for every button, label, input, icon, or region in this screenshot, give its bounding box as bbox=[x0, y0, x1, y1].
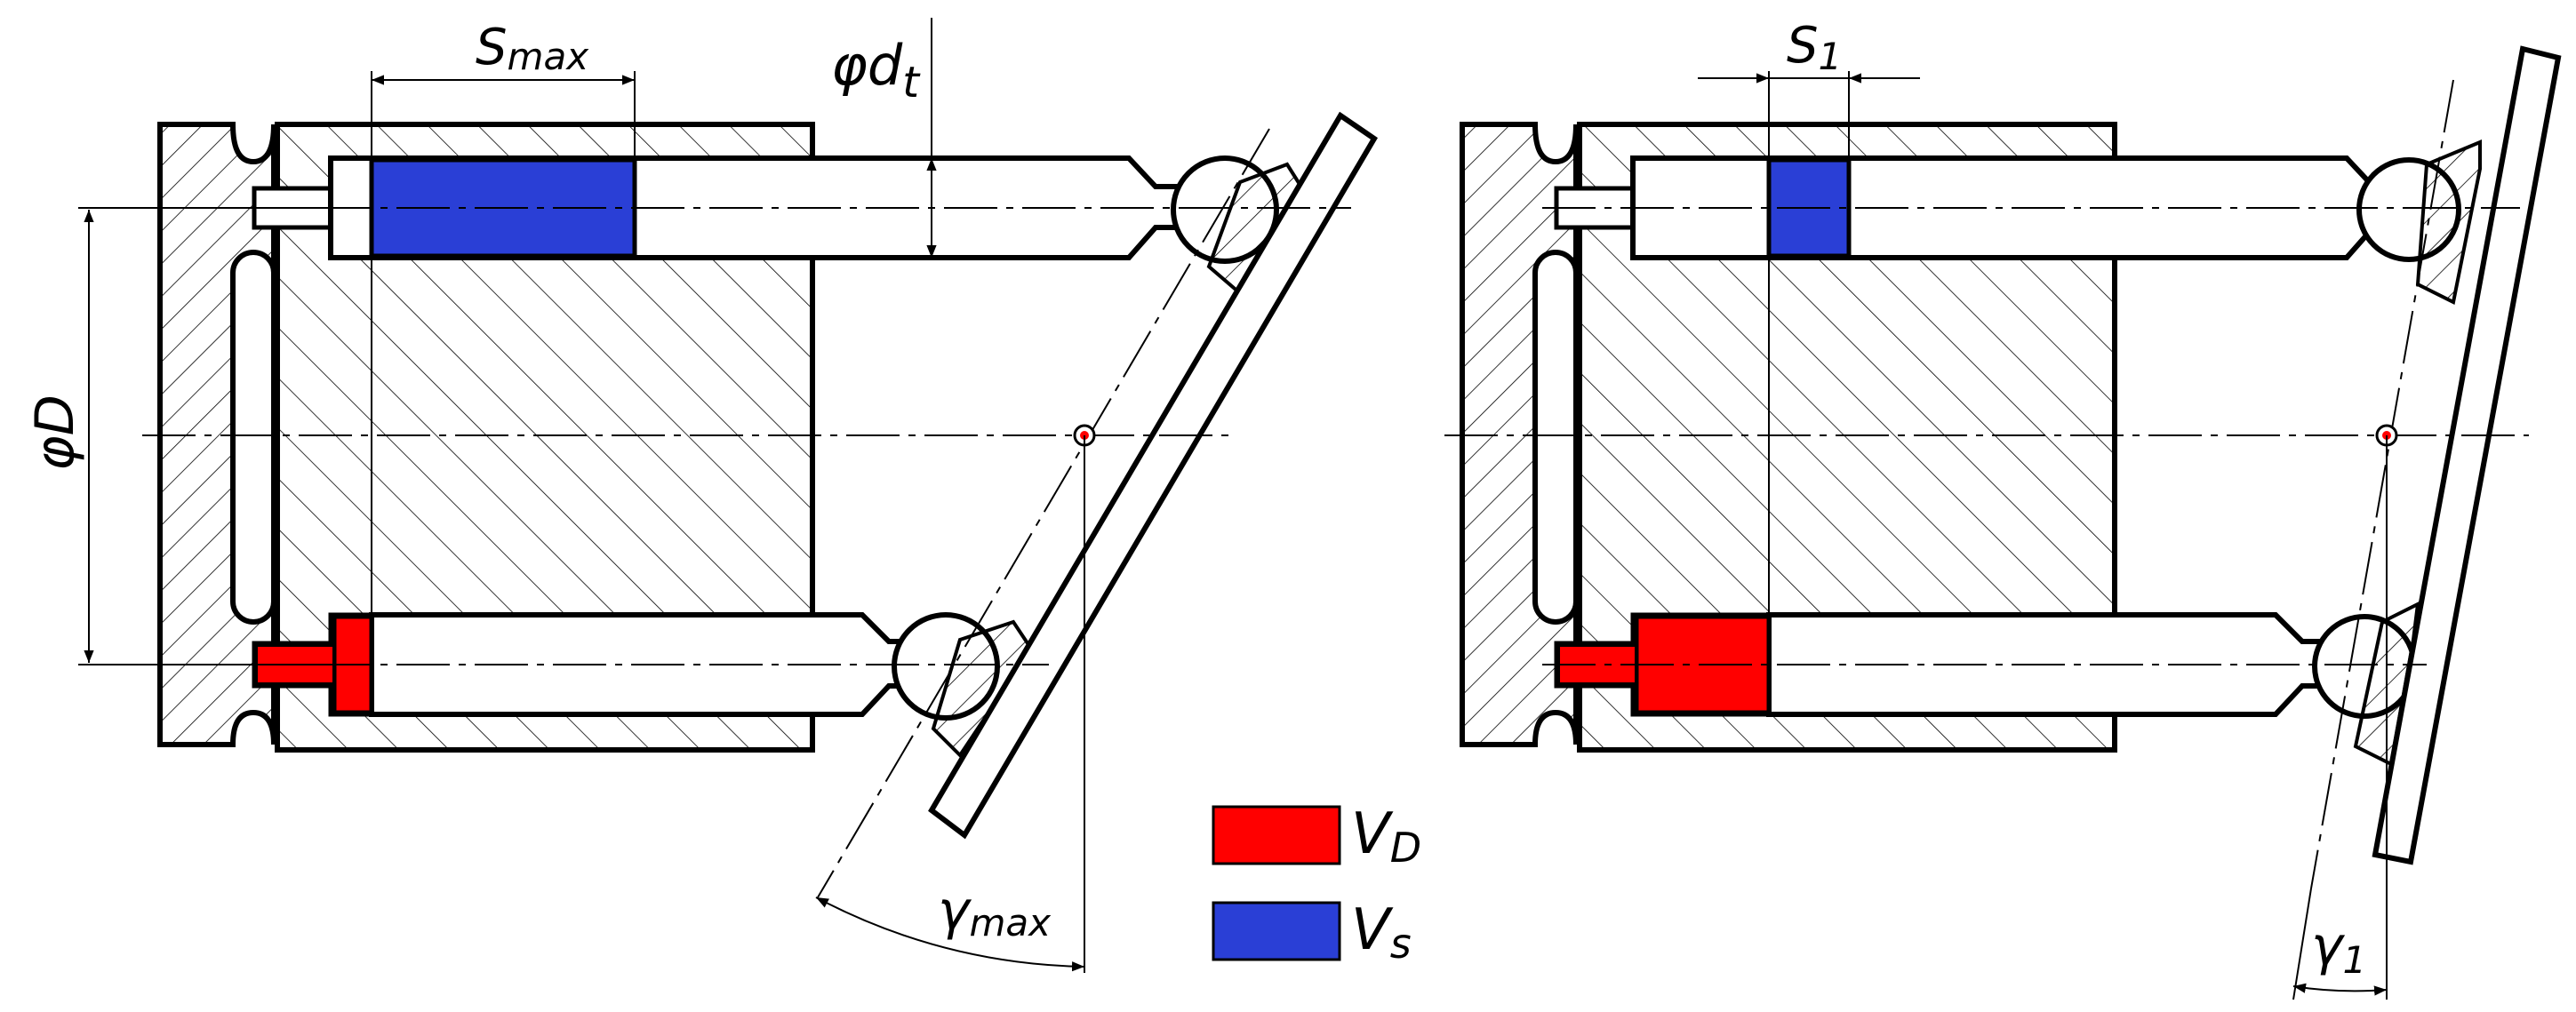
legend-swatch-suction bbox=[1212, 901, 1341, 961]
smax-label: Smax bbox=[476, 19, 589, 78]
phi-dt-label: φdt bbox=[831, 33, 921, 108]
left-swash-axis bbox=[817, 128, 1270, 898]
right-assembly: S1 γ1 bbox=[1444, 17, 2562, 1000]
phi-D-label: φD bbox=[24, 394, 86, 471]
gmax-arc bbox=[815, 896, 1085, 972]
right-top-slipper bbox=[2415, 139, 2482, 305]
right-kidney-slot bbox=[1532, 250, 1579, 625]
gamma-max-label: γmax bbox=[938, 880, 1052, 944]
s1-label: S1 bbox=[1787, 17, 1842, 78]
left-swash-plate bbox=[928, 111, 1379, 840]
g1-arc bbox=[2292, 983, 2388, 996]
left-assembly: Smax φdt φD γmax bbox=[24, 18, 1379, 973]
legend: VD Vs bbox=[1212, 801, 1421, 968]
legend-swatch-discharge bbox=[1212, 805, 1341, 865]
legend-label-suction: Vs bbox=[1351, 897, 1412, 968]
legend-label-discharge: VD bbox=[1351, 801, 1421, 872]
right-swash-axis bbox=[2310, 79, 2454, 889]
g1-swash-ext bbox=[2292, 888, 2312, 1000]
left-kidney-slot bbox=[230, 250, 276, 625]
gamma-1-label: γ1 bbox=[2311, 915, 2366, 982]
right-swash-plate bbox=[2372, 45, 2562, 865]
